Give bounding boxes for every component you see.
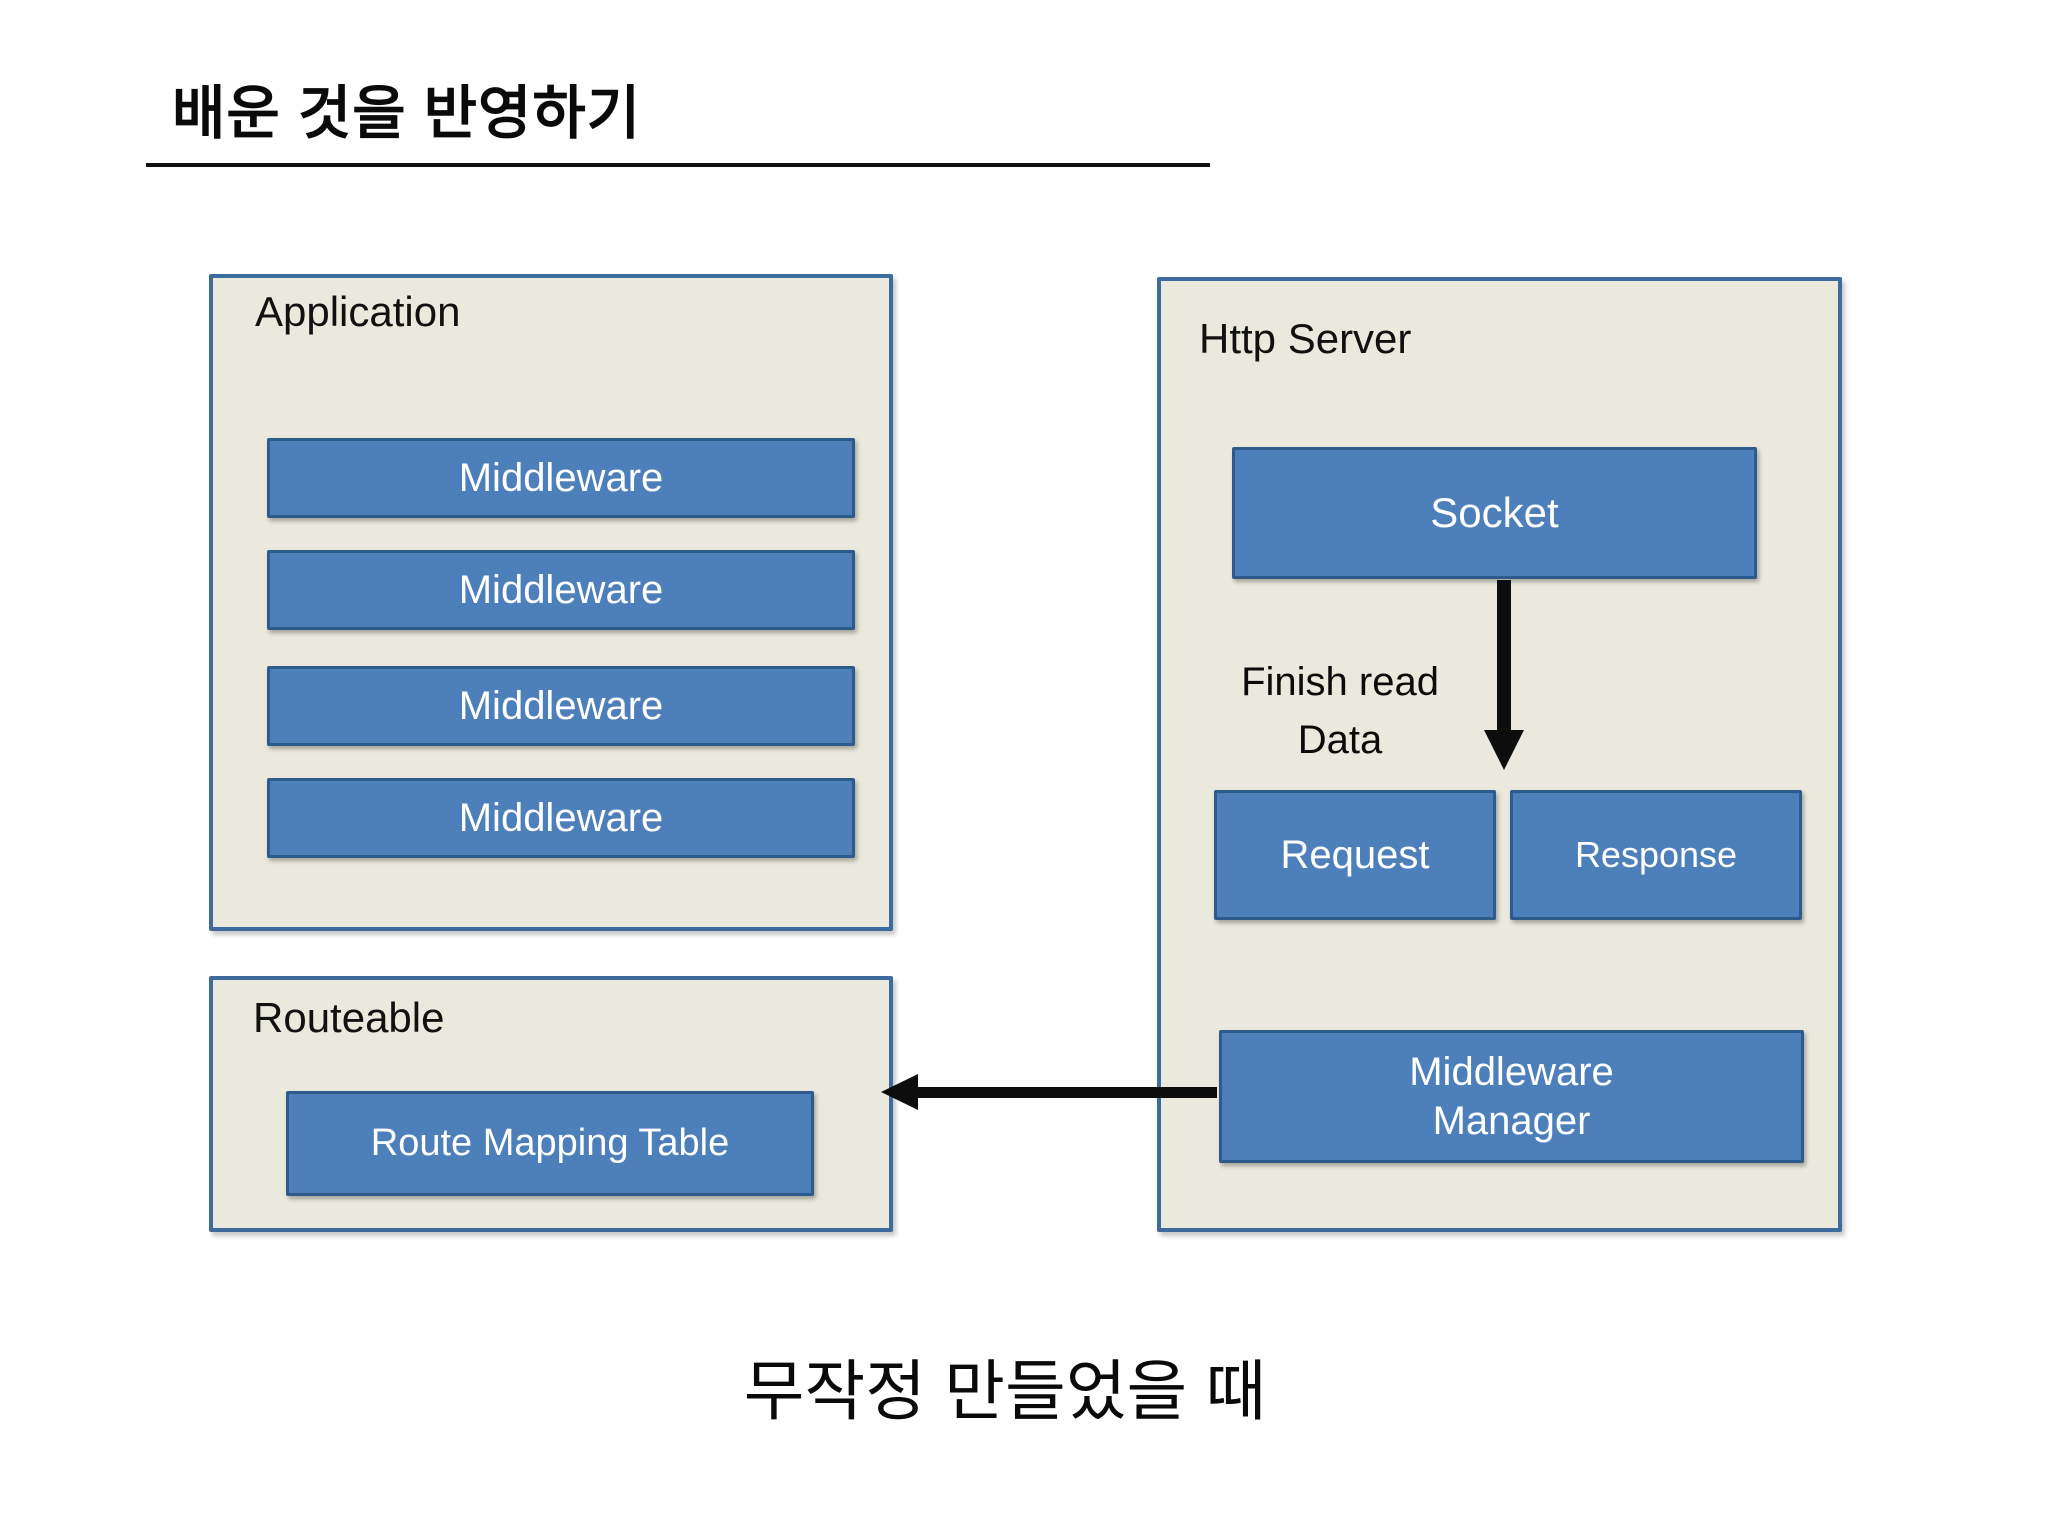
finish-read-note-line2: Data <box>1297 718 1383 762</box>
socket-to-request-arrow-shaft <box>1497 580 1511 730</box>
middleware-box-3: Middleware <box>267 666 855 746</box>
application-box: Application Middleware Middleware Middle… <box>209 274 893 931</box>
middleware-box-2: Middleware <box>267 550 855 630</box>
finish-read-note: Finish read Data <box>1215 653 1465 769</box>
request-box: Request <box>1214 790 1496 920</box>
finish-read-note-line1: Finish read <box>1241 660 1439 704</box>
socket-to-request-arrow-head <box>1484 730 1524 770</box>
middleware-box-1: Middleware <box>267 438 855 518</box>
manager-to-routeable-arrow-head <box>881 1074 918 1110</box>
routeable-label: Routeable <box>253 994 445 1041</box>
middleware-box-4: Middleware <box>267 778 855 858</box>
middleware-manager-line2: Manager <box>1432 1098 1591 1143</box>
http-server-box: Http Server Socket Finish read Data Requ… <box>1157 277 1842 1232</box>
routeable-box: Routeable Route Mapping Table <box>209 976 893 1232</box>
response-box: Response <box>1510 790 1802 920</box>
title-underline <box>146 163 1210 167</box>
manager-to-routeable-arrow-shaft <box>916 1087 1217 1098</box>
route-mapping-table-box: Route Mapping Table <box>286 1091 814 1196</box>
socket-box: Socket <box>1232 447 1757 579</box>
bottom-caption: 무작정 만들었을 때 <box>743 1354 1267 1428</box>
http-server-label: Http Server <box>1199 315 1412 362</box>
application-label: Application <box>255 288 461 335</box>
slide-title: 배운 것을 반영하기 <box>172 81 642 146</box>
middleware-manager-box: Middleware Manager <box>1219 1030 1804 1163</box>
middleware-manager-line1: Middleware <box>1409 1049 1614 1094</box>
